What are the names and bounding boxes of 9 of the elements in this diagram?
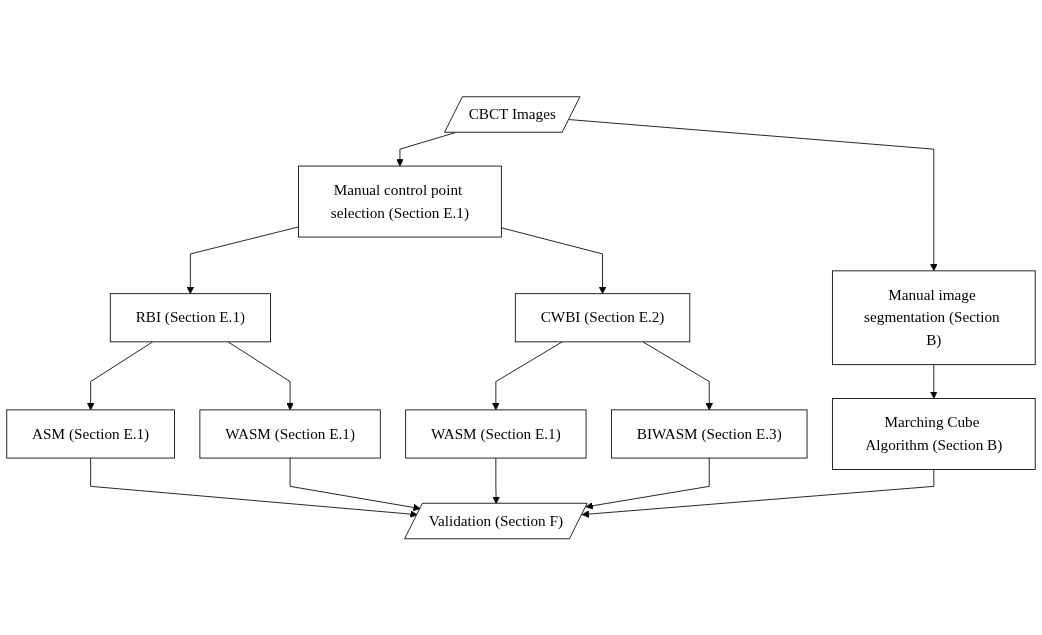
node-box: WASM (Section E.1)	[199, 409, 381, 459]
node-box: Manual image segmentation (Section B)	[831, 270, 1036, 365]
node-box: ASM (Section E.1)	[6, 409, 175, 459]
node-box: CWBI (Section E.2)	[514, 293, 691, 342]
node-box: BIWASM (Section E.3)	[611, 409, 808, 459]
node-box: WASM (Section E.1)	[405, 409, 587, 459]
node-box: Marching Cube Algorithm (Section B)	[831, 397, 1036, 470]
node-box: Manual control point selection (Section E.1)	[298, 165, 502, 238]
node-box: RBI (Section E.1)	[109, 293, 271, 342]
